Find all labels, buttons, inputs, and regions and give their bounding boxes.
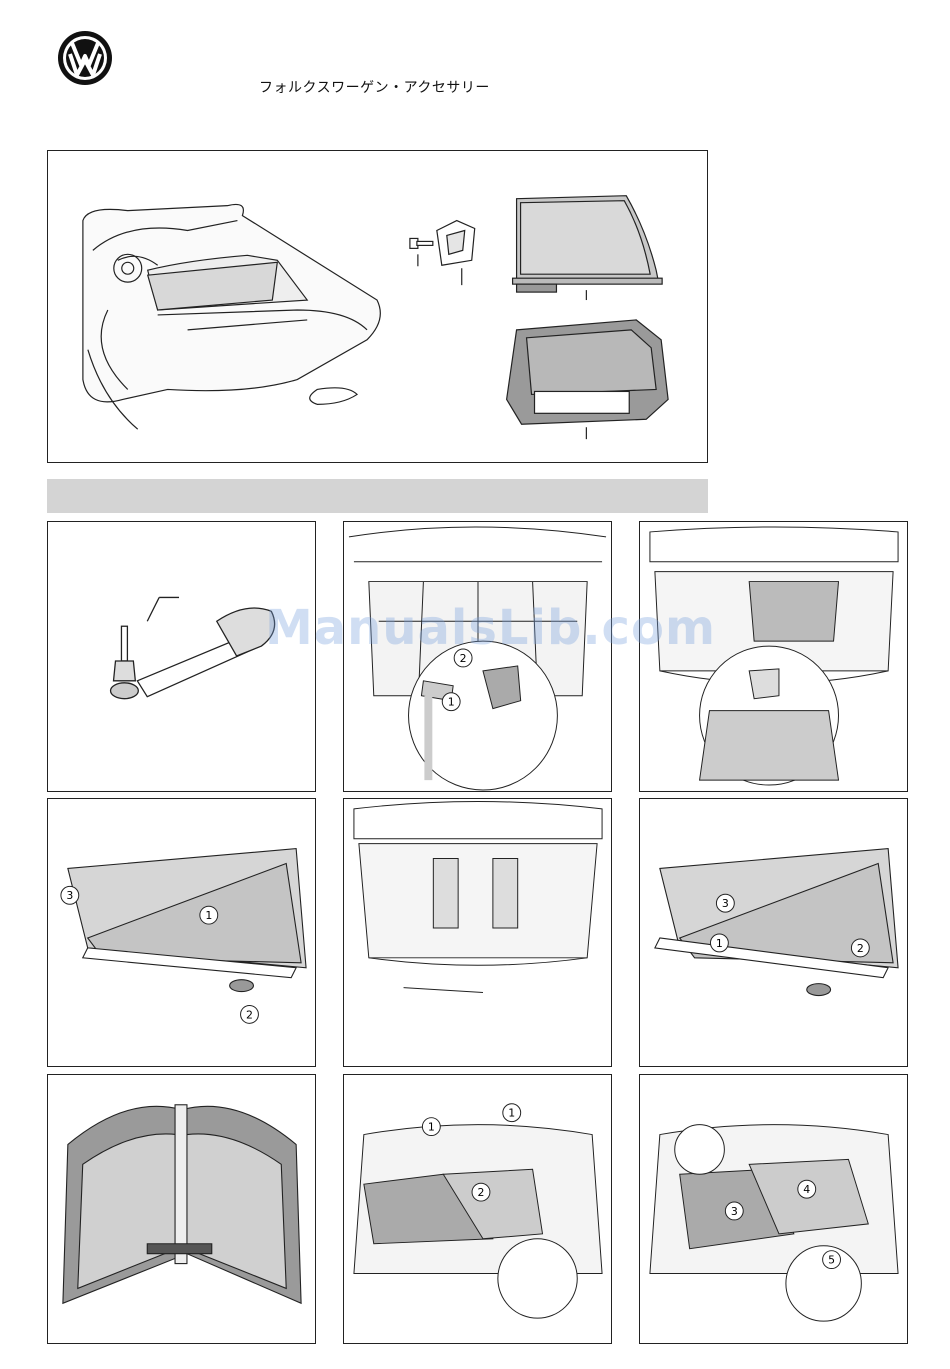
step-8-panel: 1 1 2	[343, 1074, 612, 1344]
svg-text:2: 2	[857, 942, 864, 955]
callout-3: 3	[61, 886, 79, 904]
wind-deflector-upper	[513, 196, 663, 300]
svg-text:1: 1	[205, 909, 212, 922]
torque-screwdriver-tool	[111, 597, 275, 698]
bracket-part	[437, 221, 475, 286]
svg-text:3: 3	[66, 889, 73, 902]
svg-text:4: 4	[803, 1183, 810, 1196]
svg-text:5: 5	[828, 1254, 835, 1267]
step-7-panel	[47, 1074, 316, 1344]
step-1-panel	[47, 521, 316, 792]
callout-3: 3	[725, 1202, 743, 1220]
callout-1: 1	[710, 934, 728, 952]
svg-text:1: 1	[716, 937, 723, 950]
svg-text:1: 1	[448, 696, 455, 709]
callout-1: 1	[200, 906, 218, 924]
step-9-panel: 4 3 5	[639, 1074, 908, 1344]
callout-2: 2	[472, 1183, 490, 1201]
svg-text:1: 1	[508, 1107, 515, 1120]
vehicle-illustration	[83, 204, 380, 429]
callout-5: 5	[823, 1251, 841, 1269]
callout-2: 2	[241, 1005, 259, 1023]
section-bar	[47, 479, 708, 513]
svg-text:2: 2	[246, 1008, 253, 1021]
callout-1a: 1	[422, 1118, 440, 1136]
callout-4: 4	[798, 1180, 816, 1198]
svg-text:3: 3	[731, 1205, 738, 1218]
bolt-part	[410, 238, 433, 266]
step-5-panel	[343, 798, 612, 1067]
watermark: ManualsLib.com	[265, 600, 716, 656]
parts-overview-panel	[47, 150, 708, 463]
page-title: フォルクスワーゲン・アクセサリー	[259, 77, 490, 97]
step-2-panel: 2 1	[343, 521, 612, 792]
callout-1: 1	[442, 693, 460, 711]
svg-text:1: 1	[428, 1121, 435, 1134]
step-3-panel	[639, 521, 908, 792]
callout-1b: 1	[503, 1104, 521, 1122]
step-4-panel: 3 1 2	[47, 798, 316, 1067]
vw-logo	[57, 30, 113, 86]
wind-deflector-lower	[507, 320, 669, 439]
svg-text:3: 3	[722, 897, 729, 910]
step-6-panel: 3 1 2	[639, 798, 908, 1067]
svg-text:2: 2	[477, 1186, 484, 1199]
callout-3: 3	[716, 894, 734, 912]
callout-2: 2	[851, 939, 869, 957]
